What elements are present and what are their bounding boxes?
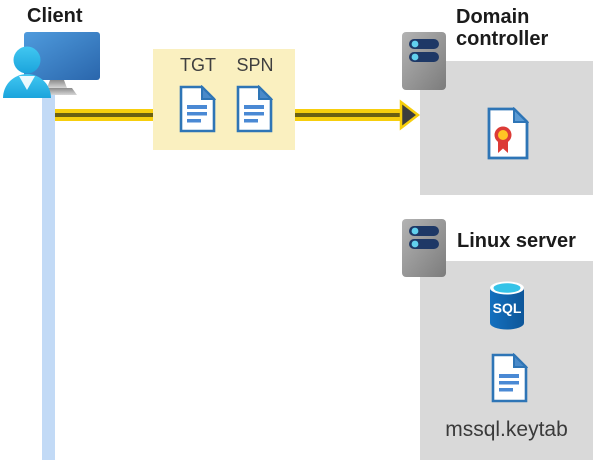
tgt-label: TGT bbox=[180, 55, 216, 75]
spn-document-icon bbox=[236, 85, 273, 133]
linux-server-server-icon bbox=[402, 219, 446, 277]
domain-controller-server-icon bbox=[402, 32, 446, 90]
client-lifeline bbox=[42, 95, 55, 460]
linux-server-title: Linux server bbox=[457, 230, 576, 252]
tgt-document-icon bbox=[179, 85, 216, 133]
client-title: Client bbox=[27, 5, 83, 27]
sql-icon-label: SQL bbox=[493, 300, 522, 316]
certificate-icon bbox=[487, 107, 529, 160]
sql-database-icon: SQL bbox=[490, 281, 524, 330]
spn-label: SPN bbox=[236, 55, 274, 75]
ticket-box: TGT SPN bbox=[153, 49, 295, 150]
keytab-document-icon bbox=[491, 353, 528, 403]
domain-controller-title: Domain controller bbox=[456, 6, 549, 50]
client-workstation-icon bbox=[3, 32, 100, 98]
keytab-filename: mssql.keytab bbox=[445, 418, 568, 441]
